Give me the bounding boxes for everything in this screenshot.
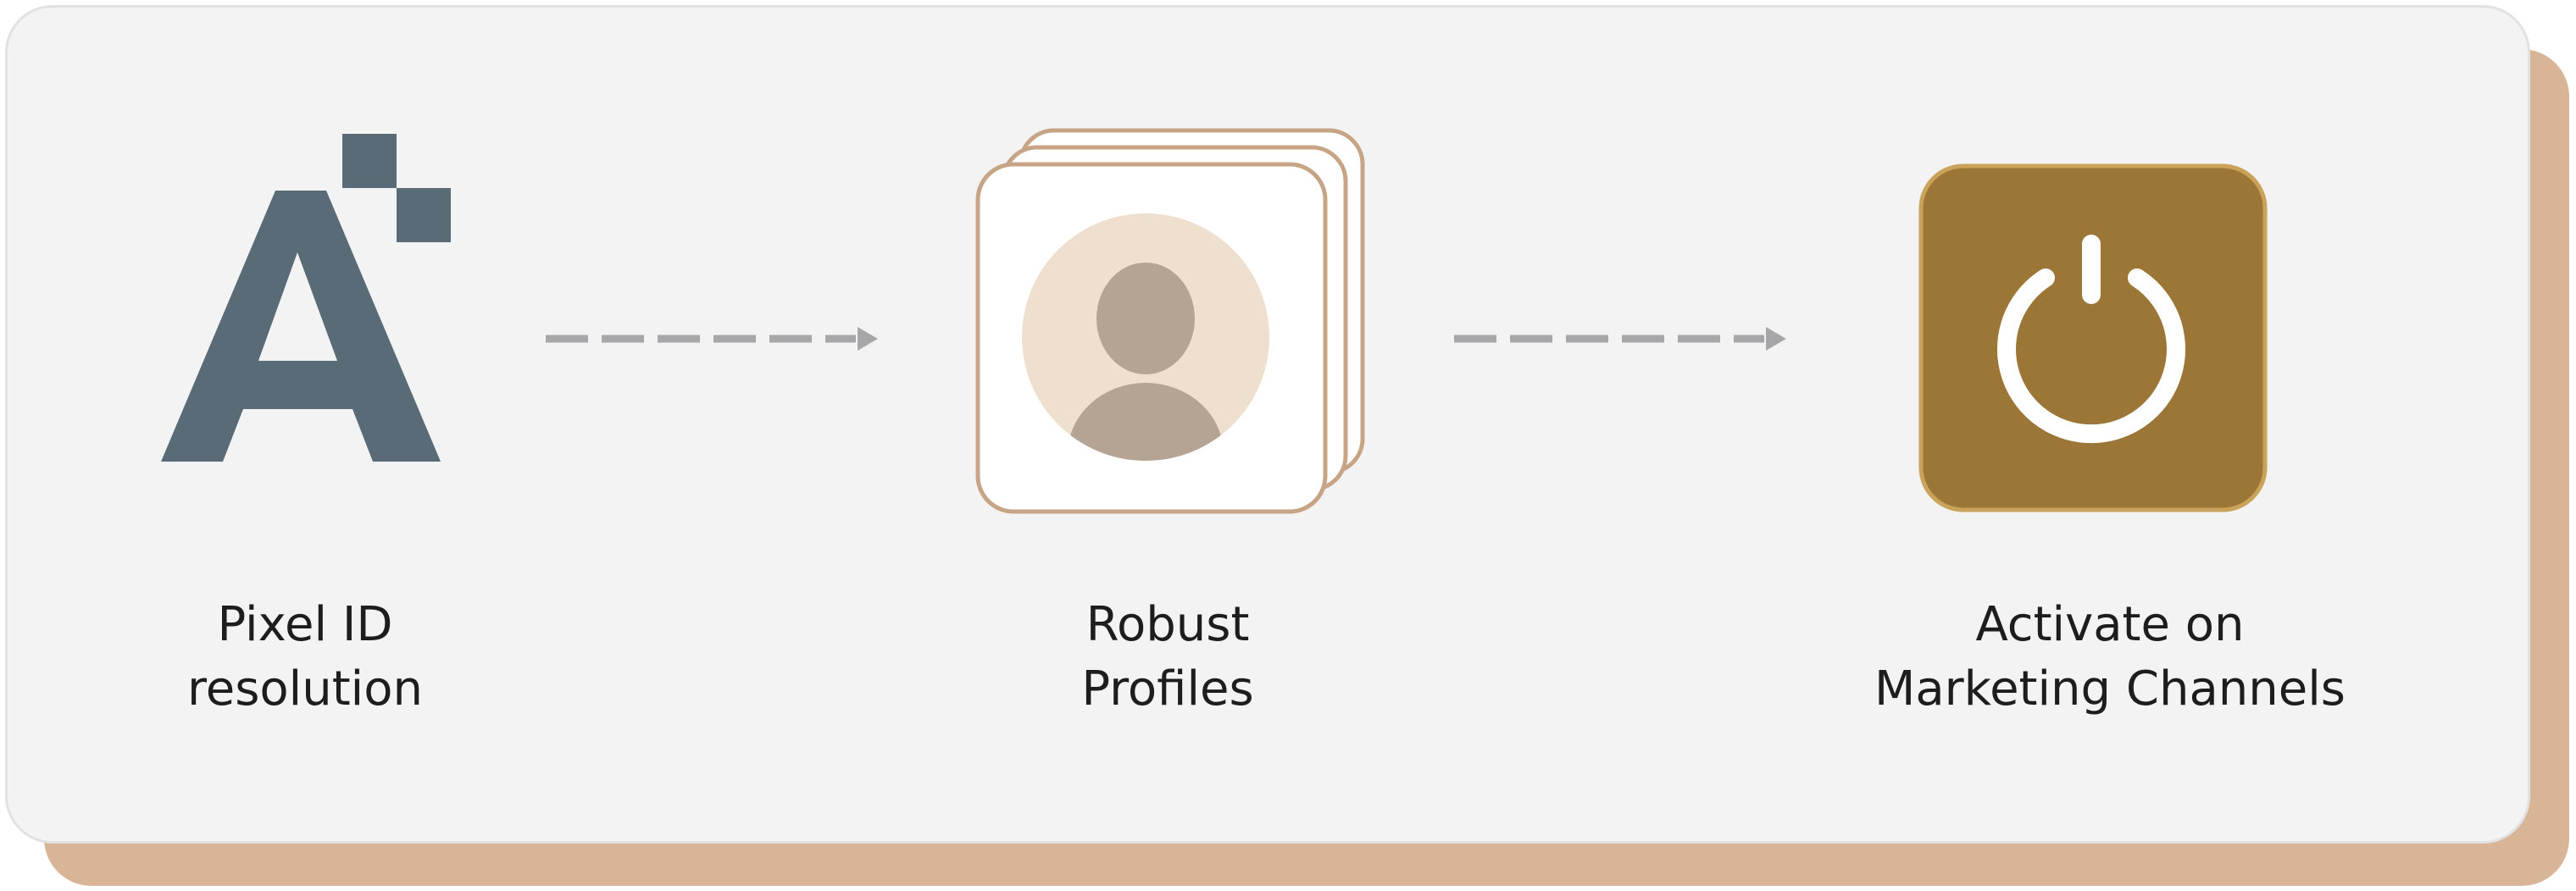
step-label-profiles: Robust Profiles [871,593,1464,722]
profile-stack-icon [975,128,1365,514]
step-label-line: Robust [1085,597,1250,652]
dashed-arrow-1 [546,327,878,351]
logo-pixel-square [397,188,451,242]
step-label-line: Pixel ID [217,597,393,652]
power-ring [1997,268,2185,444]
logo-pixel-square [342,134,397,188]
step-label-line: Activate on [1975,597,2245,652]
power-button-icon [1918,163,2268,512]
a-letter-shape [161,191,441,462]
step-label-pixel-id: Pixel ID resolution [8,593,602,722]
step-label-line: Marketing Channels [1874,661,2346,717]
avatar-body [1068,383,1224,461]
avatar-head [1096,263,1195,374]
step-label-line: Profiles [1081,661,1254,717]
power-tile [1918,163,2268,512]
step-label-activate: Activate on Marketing Channels [1813,593,2407,722]
audience-a-logo-icon [161,134,451,462]
dashed-arrow-2 [1454,327,1786,351]
step-label-line: resolution [186,661,423,717]
